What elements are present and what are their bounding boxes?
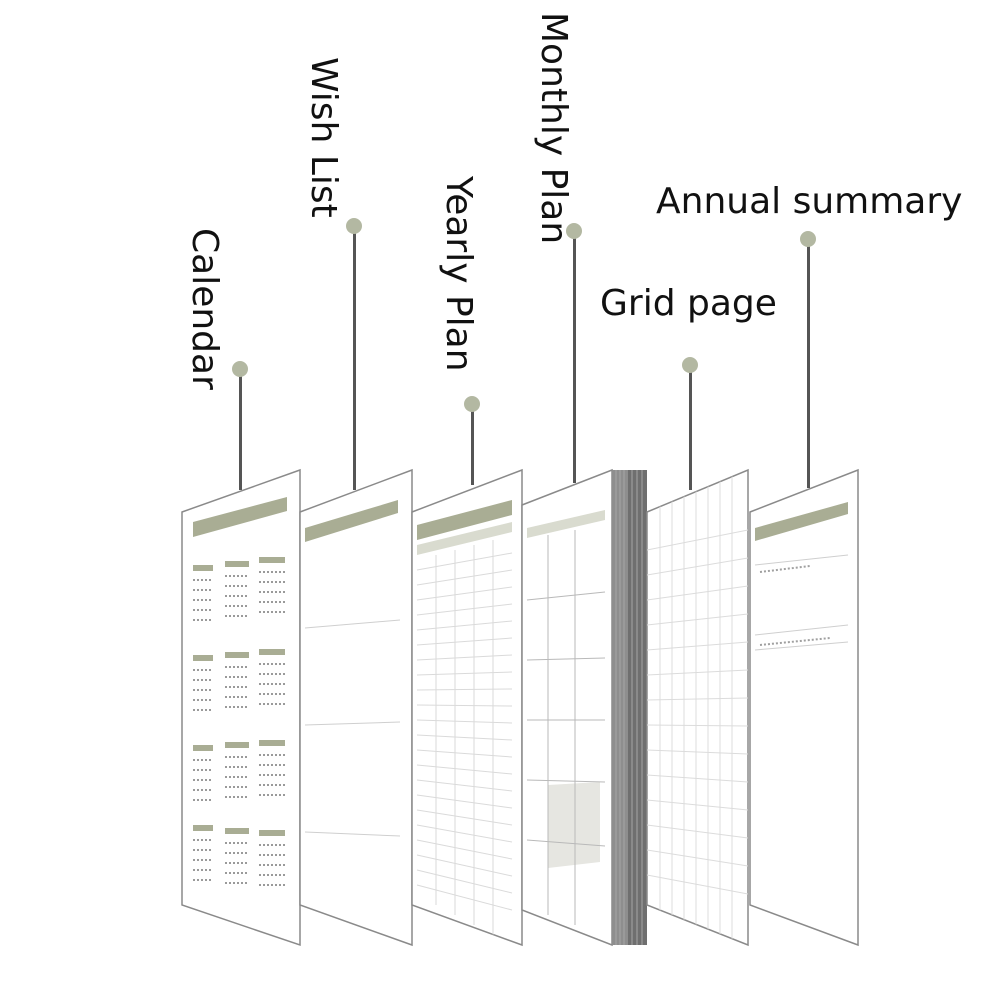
annual-summary-callout-stem: [807, 239, 810, 488]
monthly-plan-label: Monthly Plan: [533, 12, 574, 245]
annual-summary-page: [749, 468, 859, 947]
grid-page-sheet: [646, 468, 749, 947]
monthly-plan-highlight-cell: [548, 782, 600, 868]
grid-page-label: Grid page: [600, 283, 777, 324]
yearly-plan-callout-dot: [464, 396, 480, 412]
monthly-plan-header-band: [527, 510, 605, 538]
calendar-callout-stem: [239, 369, 242, 490]
yearly-plan-page: [411, 468, 523, 947]
annual-summary-callout-dot: [800, 231, 816, 247]
monthly-plan-page-stack: [612, 470, 647, 945]
yearly-plan-header-band: [417, 500, 512, 540]
monthly-plan-page-sheet: [521, 468, 613, 947]
annual-summary-page-sheet: [749, 468, 859, 947]
yearly-plan-callout-stem: [471, 404, 474, 485]
yearly-plan-page-sheet: [411, 468, 523, 947]
annual-summary-header-band: [755, 502, 848, 541]
calendar-callout-dot: [232, 361, 248, 377]
monthly-plan-page: [521, 468, 613, 947]
wish-list-page-sheet: [299, 468, 413, 947]
wish-list-page: [299, 468, 413, 947]
grid-page: [646, 468, 749, 947]
wish-list-header-band: [305, 500, 398, 542]
monthly-plan-callout-dot: [566, 223, 582, 239]
calendar-page: [181, 468, 301, 947]
wish-list-label: Wish List: [303, 57, 344, 218]
wish-list-callout-dot: [346, 218, 362, 234]
yearly-plan-column-band: [417, 522, 512, 555]
grid-page-callout-stem: [689, 365, 692, 490]
grid-page-callout-dot: [682, 357, 698, 373]
yearly-plan-label: Yearly Plan: [438, 176, 479, 372]
calendar-label: Calendar: [184, 228, 225, 390]
monthly-plan-callout-stem: [573, 231, 576, 483]
annual-summary-label: Annual summary: [656, 181, 963, 222]
wish-list-callout-stem: [353, 226, 356, 490]
calendar-header-band: [193, 497, 287, 537]
calendar-month-blocks: [193, 557, 285, 886]
